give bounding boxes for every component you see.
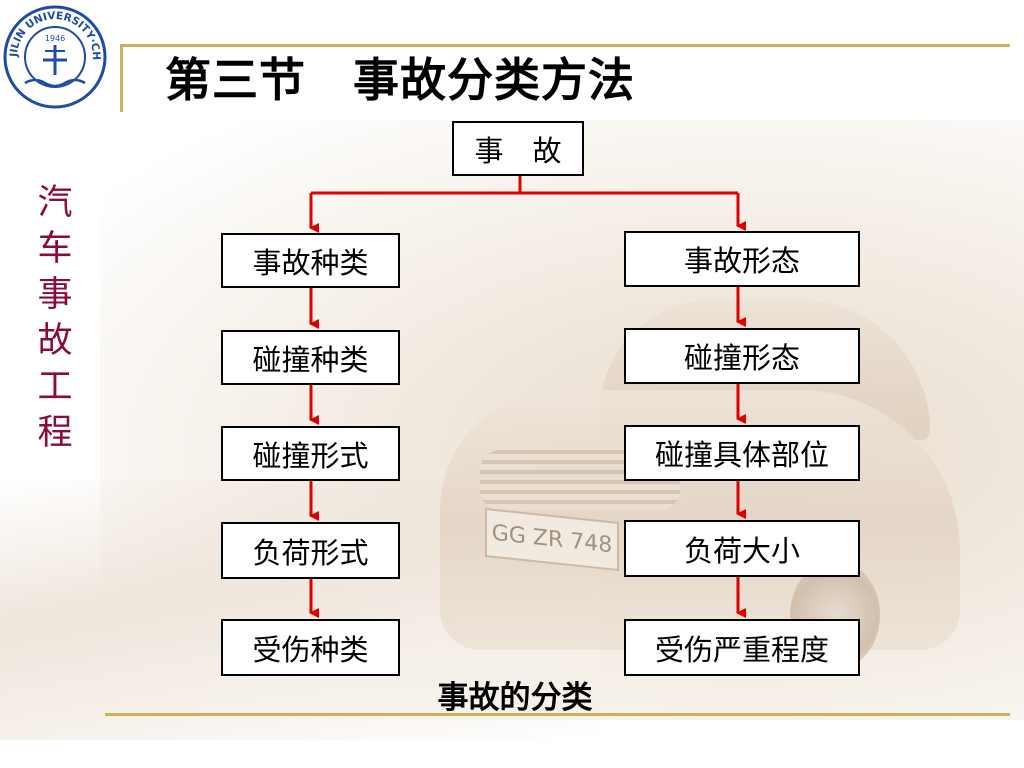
header-rule bbox=[120, 44, 1010, 47]
left-box-injury-type: 受伤种类 bbox=[221, 619, 400, 676]
left-box-collision-type: 碰撞种类 bbox=[221, 330, 400, 385]
right-box-collision-location: 碰撞具体部位 bbox=[624, 425, 860, 481]
header-divider bbox=[120, 44, 123, 112]
side-label: 汽 车 事 故 工 程 bbox=[30, 180, 80, 456]
side-label-char: 程 bbox=[37, 413, 73, 453]
side-label-char: 故 bbox=[37, 321, 73, 361]
right-box-collision-pattern: 碰撞形态 bbox=[624, 328, 860, 384]
diagram-caption: 事故的分类 bbox=[437, 680, 593, 716]
root-box: 事 故 bbox=[452, 121, 584, 176]
side-label-char: 车 bbox=[37, 229, 73, 269]
left-box-accident-type: 事故种类 bbox=[221, 233, 400, 288]
university-logo: JILIN UNIVERSITY·CHINA 1946 bbox=[0, 0, 107, 109]
right-box-load-magnitude: 负荷大小 bbox=[624, 520, 860, 577]
side-label-char: 汽 bbox=[37, 183, 73, 223]
left-box-load-form: 负荷形式 bbox=[221, 522, 400, 579]
right-box-injury-severity: 受伤严重程度 bbox=[624, 619, 860, 676]
left-box-collision-form: 碰撞形式 bbox=[221, 426, 400, 481]
right-box-accident-pattern: 事故形态 bbox=[624, 231, 860, 287]
page-title: 第三节 事故分类方法 bbox=[165, 53, 635, 107]
logo-year: 1946 bbox=[45, 34, 65, 43]
footer-rule bbox=[105, 713, 1010, 716]
side-label-char: 工 bbox=[37, 367, 73, 407]
side-label-char: 事 bbox=[37, 275, 73, 315]
